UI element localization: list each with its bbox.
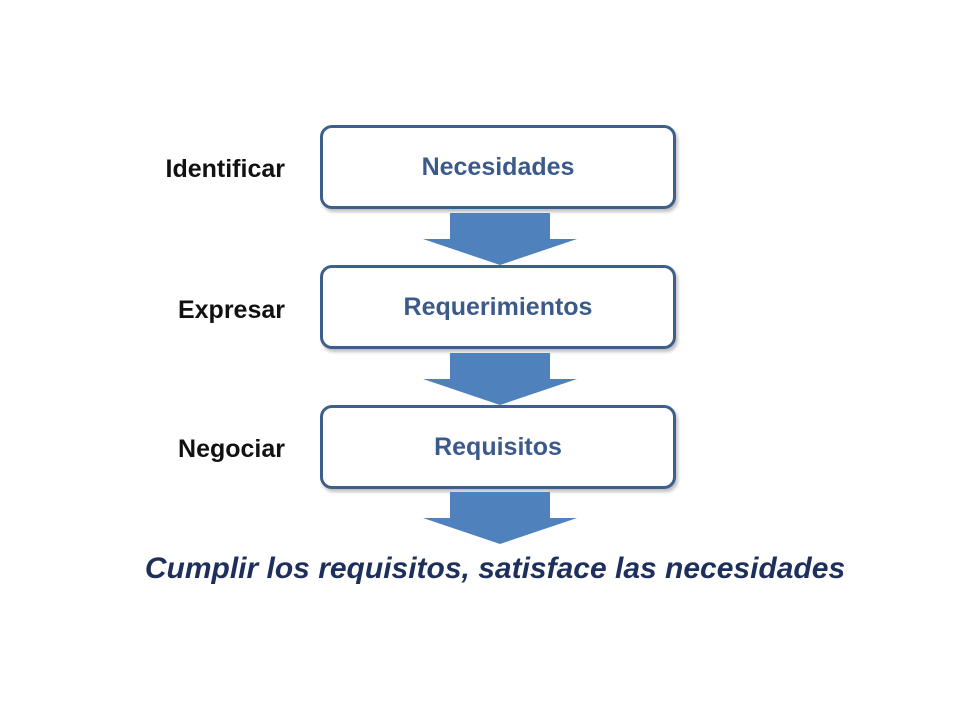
box-necesidades: Necesidades <box>320 125 676 209</box>
box-text-necesidades: Necesidades <box>421 152 575 181</box>
box-requisitos: Requisitos <box>320 405 676 489</box>
step-label-expresar: Expresar <box>177 296 285 324</box>
step-label-identificar: Identificar <box>165 155 285 183</box>
box-text-requerimientos: Requerimientos <box>403 292 593 321</box>
down-arrow-2 <box>423 353 577 405</box>
box-requerimientos: Requerimientos <box>320 265 676 349</box>
conclusion-text: Cumplir los requisitos, satisface las ne… <box>144 552 846 585</box>
down-arrow-1 <box>423 213 577 265</box>
box-text-requisitos: Requisitos <box>434 432 562 461</box>
step-label-negociar: Negociar <box>178 435 285 463</box>
down-arrow-3 <box>423 492 577 544</box>
